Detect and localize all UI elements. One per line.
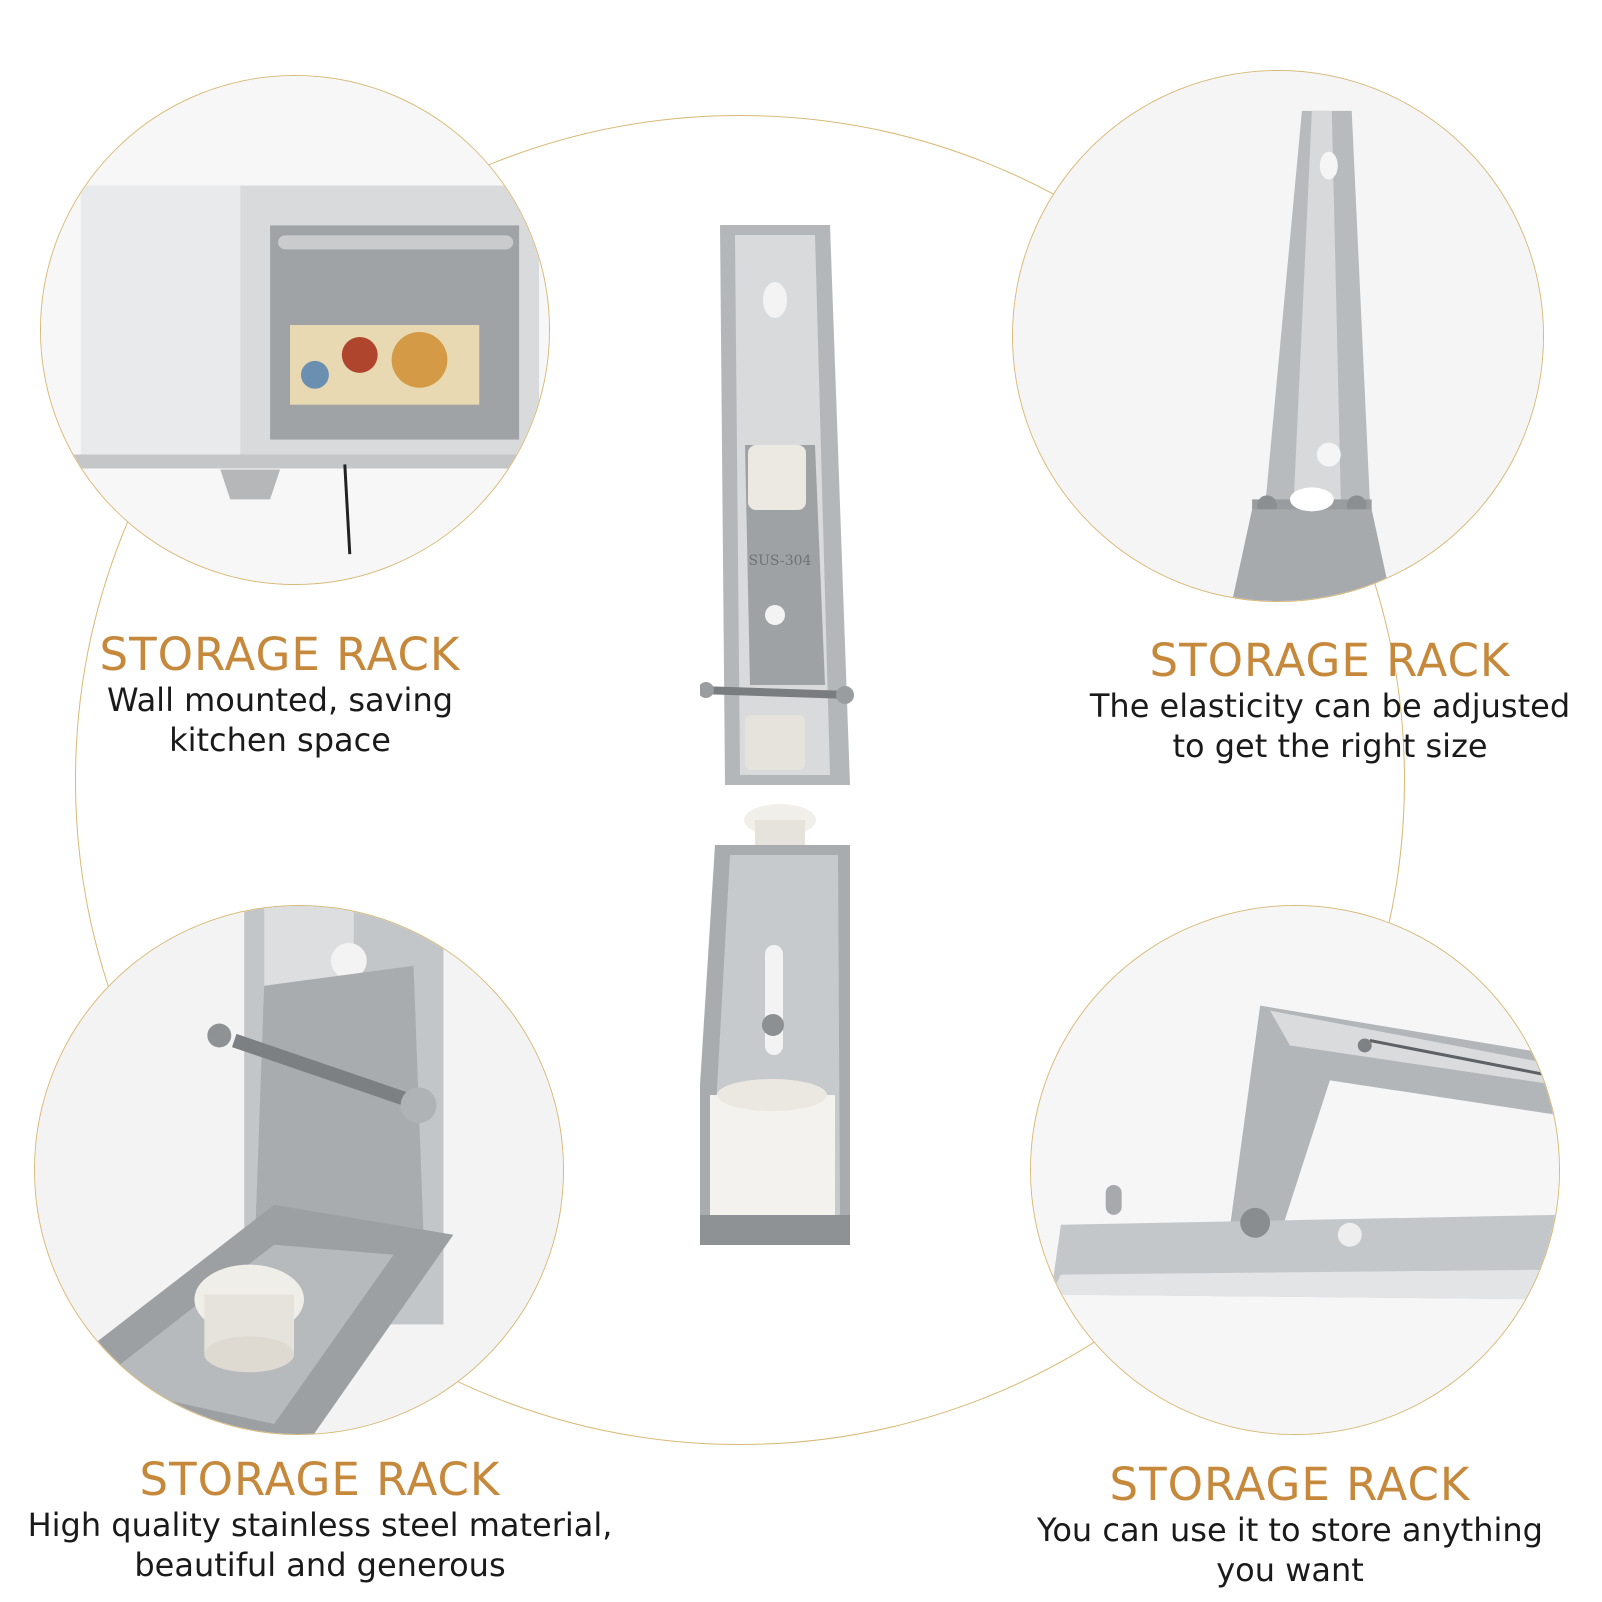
caption-title: STORAGE RACK	[1149, 634, 1511, 687]
center-bracket-photo: SUS-304	[700, 215, 900, 1255]
caption-title: STORAGE RACK	[139, 1453, 501, 1506]
caption-desc-line1: High quality stainless steel material,	[27, 1505, 613, 1544]
caption-desc-line2: kitchen space	[169, 721, 391, 760]
caption-title: STORAGE RACK	[99, 628, 461, 681]
hinge-screw-detail-photo	[34, 905, 564, 1435]
caption-wall-mounted: STORAGE RACK Wall mounted, saving kitche…	[60, 630, 500, 761]
caption-desc-line1: You can use it to store anything	[1037, 1510, 1543, 1549]
caption-desc-line1: The elasticity can be adjusted	[1089, 686, 1571, 725]
bracket-top-detail-photo	[1012, 70, 1544, 602]
bracket-stamp: SUS-304	[749, 553, 812, 569]
microwave-on-rack-photo	[40, 75, 550, 585]
caption-desc-line1: Wall mounted, saving	[106, 680, 454, 719]
folded-bracket-photo	[1030, 905, 1560, 1435]
caption-desc-line2: to get the right size	[1172, 727, 1488, 766]
decorative-ring	[75, 115, 1405, 1445]
caption-title: STORAGE RACK	[1109, 1458, 1471, 1511]
caption-material: STORAGE RACK High quality stainless stee…	[10, 1455, 630, 1586]
caption-desc-line2: you want	[1216, 1551, 1364, 1590]
caption-store-anything: STORAGE RACK You can use it to store any…	[1000, 1460, 1580, 1591]
caption-desc-line2: beautiful and generous	[134, 1546, 506, 1585]
caption-elasticity: STORAGE RACK The elasticity can be adjus…	[1070, 636, 1590, 767]
